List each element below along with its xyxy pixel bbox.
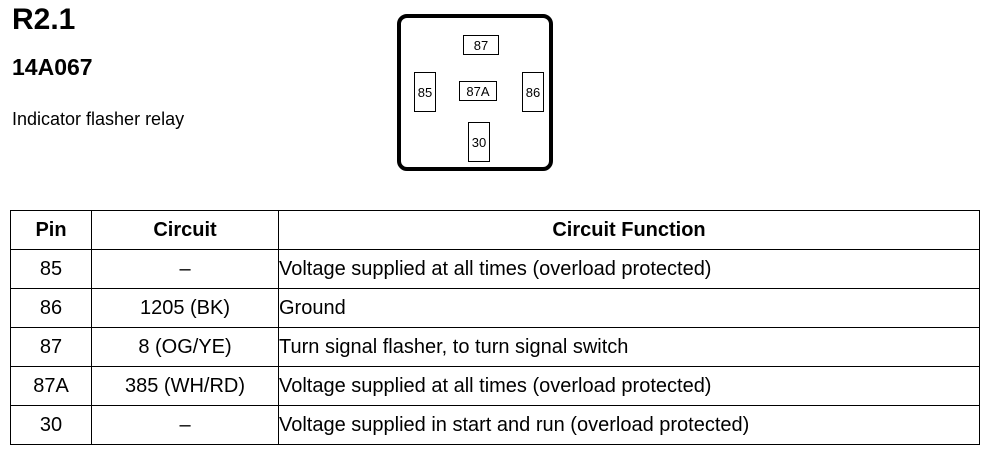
connector-pin-85: 85 <box>414 72 436 112</box>
cell-pin: 87 <box>10 327 92 367</box>
cell-pin: 86 <box>10 288 92 328</box>
pin-circuit-table: Pin Circuit Circuit Function 85 – Voltag… <box>10 210 980 445</box>
table-row: 30 – Voltage supplied in start and run (… <box>10 405 980 445</box>
cell-circuit-function: Voltage supplied at all times (overload … <box>278 249 980 289</box>
header-pin: Pin <box>10 210 92 250</box>
connector-pin-86: 86 <box>522 72 544 112</box>
connector-face-diagram: 87 85 87A 86 30 <box>397 14 553 171</box>
table-header-row: Pin Circuit Circuit Function <box>10 210 980 250</box>
connector-pin-87a: 87A <box>459 81 497 101</box>
cell-circuit: – <box>91 405 279 445</box>
component-description: Indicator flasher relay <box>12 109 185 129</box>
cell-pin: 30 <box>10 405 92 445</box>
header-circuit: Circuit <box>91 210 279 250</box>
cell-pin: 87A <box>10 366 92 406</box>
cell-circuit: 8 (OG/YE) <box>91 327 279 367</box>
cell-circuit-function: Ground <box>278 288 980 328</box>
table-row: 87A 385 (WH/RD) Voltage supplied at all … <box>10 366 980 406</box>
part-number: 14A067 <box>12 54 93 80</box>
cell-circuit-function: Voltage supplied at all times (overload … <box>278 366 980 406</box>
cell-circuit-function: Voltage supplied in start and run (overl… <box>278 405 980 445</box>
component-reference: R2.1 <box>12 3 76 36</box>
cell-circuit: – <box>91 249 279 289</box>
cell-pin: 85 <box>10 249 92 289</box>
cell-circuit: 1205 (BK) <box>91 288 279 328</box>
connector-pin-30: 30 <box>468 122 490 162</box>
cell-circuit: 385 (WH/RD) <box>91 366 279 406</box>
cell-circuit-function: Turn signal flasher, to turn signal swit… <box>278 327 980 367</box>
header-circuit-function: Circuit Function <box>278 210 980 250</box>
table-row: 86 1205 (BK) Ground <box>10 288 980 328</box>
table-row: 87 8 (OG/YE) Turn signal flasher, to tur… <box>10 327 980 367</box>
connector-pin-87: 87 <box>463 35 499 55</box>
table-row: 85 – Voltage supplied at all times (over… <box>10 249 980 289</box>
